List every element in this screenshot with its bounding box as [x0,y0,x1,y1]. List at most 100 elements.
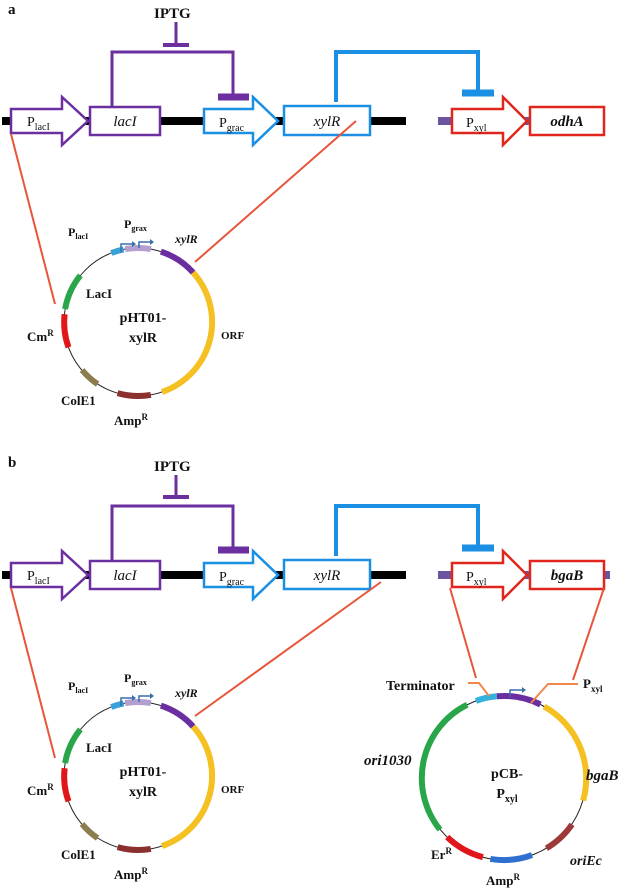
plasmid-pht01-xylr-b: PlacI Pgrax xylR LacI CmR ORF ColE1 AmpR… [27,671,245,882]
plasmid-label-placi-b: PlacI [68,679,88,695]
xylr-repression-arc-b [334,504,480,556]
plasmid-label-cole1-b: ColE1 [61,847,96,862]
plasmid-name-line1-b: pHT01- [120,765,167,780]
pxyl-segment [496,692,542,708]
pxyl-label-b: Pxyl [466,570,487,588]
amp-segment-a [116,390,152,399]
pgrac-label-b: Pgrac [219,570,245,588]
plasmid-label-oriec: oriEc [570,854,603,869]
placi-arrow-icon-a [120,243,132,252]
err-segment [445,834,484,861]
plasmid-pht01-xylr-a: PlacI Pgrax xylR LacI CmR ORF ColE1 AmpR… [27,217,245,428]
cole1-segment-a [79,368,100,387]
laci-segment-b [62,727,83,764]
xylr-gene-a [282,104,372,137]
laci-gene-a [88,105,162,137]
plasmid-label-laci-b: LacI [86,740,112,755]
pxyl-promoter-a [450,93,529,149]
bgab-gene-label-b: bgaB [551,568,584,584]
connector-pxyl-b [449,587,477,679]
xylr-gene-label-a: xylR [313,114,341,130]
plasmid-label-xylr-a: xylR [174,232,198,246]
laci-segment-a [62,273,83,310]
plasmid-label-orf-b: ORF [221,784,245,796]
panel-b-letter: b [8,455,16,471]
plasmid-name-line2-a: xylR [129,331,158,346]
plasmid-pcb-pxyl: Terminator Pxyl ori1030 bgaB ErR oriEc A… [364,676,619,888]
plasmid-label-cm-a: CmR [27,328,54,344]
pgrac-promoter-b [202,548,280,602]
pgrax-arrow-icon-a [138,241,150,248]
bgab-gene-b [528,559,606,591]
pgrax-segment-a [124,244,152,253]
iptg-label-b: IPTG [154,459,191,475]
placi-label-b: PlacI [27,569,50,587]
panel-a: a IPTG PlacI lacI Pgrac xylR Pxyl odhA [2,2,606,428]
bgab-segment [542,703,590,802]
cm-segment-b [61,767,72,803]
pgrac-promoter-a [202,94,280,148]
panel-b: b IPTG PlacI lacI Pgrac xylR Pxyl bgaB [2,455,619,888]
placi-promoter-b [9,548,90,602]
xylr-segment-b [159,702,196,729]
connector-left-b [10,587,56,759]
plasmid-label-pgrax-b: Pgrax [124,671,147,687]
plasmid-label-err: ErR [431,846,452,862]
pxyl-label-a: Pxyl [466,116,487,134]
terminator-pointer-line [468,682,490,697]
panel-a-letter: a [8,2,16,18]
orf-segment-a [161,270,216,395]
laci-repression-arc-b [110,504,235,562]
pgrax-arrow-icon-b [138,695,150,702]
pgrax-segment-b [124,698,152,707]
plasmid-label-ori1030: ori1030 [364,753,412,769]
laci-gene-label-b: lacI [113,568,137,584]
plasmid-label-amp-a: AmpR [114,412,148,428]
laci-gene-b [88,559,162,591]
cole1-segment-b [79,822,100,841]
placi-arrow-icon-b [120,697,132,706]
plasmid-name-line1-a: pHT01- [120,311,167,326]
plasmid-label-ampb: AmpR [486,872,520,888]
plasmid-name-line1-b2: pCB- [491,767,523,782]
pxyl-promoter-b [450,547,529,603]
plasmid-label-cm-b: CmR [27,782,54,798]
connector-right-b [194,581,382,717]
placi-promoter-a [9,94,90,148]
placi-label-a: PlacI [27,115,50,133]
laci-repression-arc-a [110,50,235,110]
plasmid-label-bgab: bgaB [586,768,619,784]
xylr-repression-arc-a [334,50,480,102]
oriec-segment [544,822,575,851]
plasmid-label-placi-a: PlacI [68,225,88,241]
placi-segment-b [110,700,125,710]
placi-segment-a [110,246,125,256]
xylr-gene-b [282,558,372,591]
amp-segment-b [116,844,152,853]
pgrax-arrowhead-icon-b [150,693,154,699]
connector-left-a [10,133,56,305]
plasmid-label-amp-b: AmpR [114,866,148,882]
odha-gene-a [528,105,606,137]
plasmid-label-pxyl: Pxyl [583,676,603,694]
placi-arrowhead-icon-a [132,241,136,247]
plasmid-label-cole1-a: ColE1 [61,393,96,408]
plasmid-name-line2-b: xylR [129,785,158,800]
plasmid-label-pgrax-a: Pgrax [124,217,147,233]
orf-segment-b [161,724,216,849]
cm-segment-a [61,313,72,349]
odha-gene-label-a: odhA [550,114,583,130]
connector-bgab-b [572,587,605,681]
laci-gene-label-a: lacI [113,114,137,130]
plasmid-label-terminator: Terminator [386,679,455,694]
placi-arrowhead-icon-b [132,695,136,701]
plasmid-label-orf-a: ORF [221,330,245,342]
pgrac-label-a: Pgrac [219,116,245,134]
connector-right-a [194,120,357,263]
pxyl-arrow-icon-b2 [509,689,522,697]
plasmid-label-laci-a: LacI [86,286,112,301]
plasmid-name-line2-b2: Pxyl [496,787,518,805]
pgrax-arrowhead-icon-a [150,239,154,245]
xylr-gene-label-b: xylR [313,568,341,584]
